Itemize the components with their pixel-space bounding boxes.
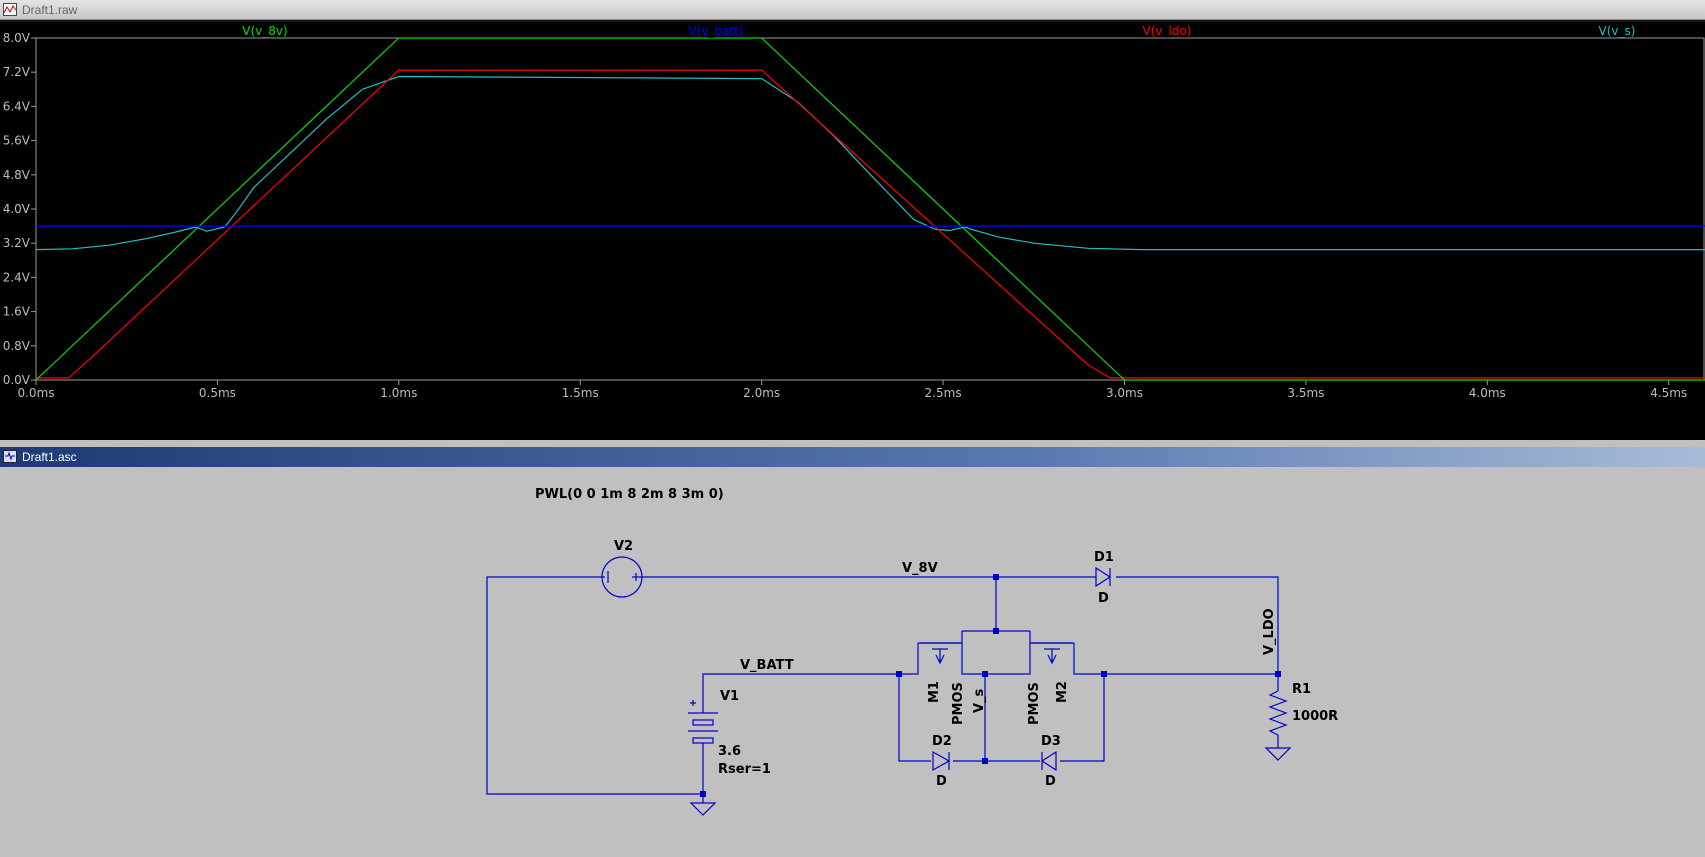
wire-vbatt (702, 673, 899, 695)
y-tick-label: 7.2V (3, 65, 31, 79)
net-label-vldo[interactable]: V_LDO (1262, 608, 1277, 655)
wire-d1-right (1116, 576, 1279, 674)
wire-left-loop (486, 576, 704, 795)
schematic-window-title: Draft1.asc (22, 450, 77, 464)
schematic-canvas[interactable]: PWL(0 0 1m 8 2m 8 3m 0) V2 V_8V D1 D V_B… (0, 467, 1705, 857)
y-tick-label: 0.0V (3, 373, 31, 387)
v2-name-label[interactable]: V2 (614, 539, 633, 554)
plot-axes: 0.0V 0.8V 1.6V 2.4V 3.2V 4.0V 4.8V 5.6V 6.4V 7.2V… (3, 31, 1705, 400)
plot-legend[interactable]: V(v_8v) V(v_batt) V(v_ldo) V(v_s) (242, 24, 1635, 38)
wire-m1-left (899, 655, 919, 675)
x-tick-label: 1.5ms (562, 386, 599, 400)
net-label-v8v[interactable]: V_8V (902, 561, 938, 576)
d2-name-label[interactable]: D2 (932, 734, 952, 749)
pwl-directive[interactable]: PWL(0 0 1m 8 2m 8 3m 0) (535, 487, 724, 502)
legend-label[interactable]: V(v_batt) (688, 24, 743, 38)
y-tick-label: 6.4V (3, 99, 31, 113)
m2-name-label[interactable]: M2 (1055, 681, 1070, 703)
y-tick-label: 0.8V (3, 339, 31, 353)
diode-d3-symbol[interactable] (1040, 750, 1057, 772)
waveform-plot[interactable]: 0.0V 0.8V 1.6V 2.4V 3.2V 4.0V 4.8V 5.6V 6.4V 7.2V… (0, 20, 1705, 440)
d2-model-label[interactable]: D (936, 774, 947, 789)
r1-name-label[interactable]: R1 (1292, 682, 1311, 697)
x-tick-label: 0.5ms (199, 386, 236, 400)
schematic-window-titlebar[interactable]: Draft1.asc (0, 447, 1705, 467)
x-tick-label: 3.0ms (1106, 386, 1143, 400)
x-tick-label: 2.5ms (925, 386, 962, 400)
net-label-vbatt[interactable]: V_BATT (740, 658, 794, 673)
x-tick-label: 2.0ms (743, 386, 780, 400)
diode-d2-symbol[interactable] (932, 750, 951, 772)
wire-m1-right (961, 655, 1031, 675)
ground-r1 (1264, 747, 1292, 761)
wire-diode-right (1060, 674, 1105, 762)
waveform-window-title: Draft1.raw (22, 3, 78, 17)
trace-v-v-8v[interactable] (35, 37, 1705, 381)
y-tick-label: 3.2V (3, 236, 31, 250)
source-v2-symbol[interactable] (601, 556, 643, 598)
y-tick-label: 4.0V (3, 202, 31, 216)
wire-diode-left (898, 674, 931, 762)
d3-model-label[interactable]: D (1045, 774, 1056, 789)
plot-background (0, 20, 1705, 440)
diode-d1-symbol[interactable] (1091, 566, 1112, 588)
pmos-m2-symbol[interactable] (1029, 642, 1075, 665)
y-tick-label: 1.6V (3, 305, 31, 319)
legend-label[interactable]: V(v_s) (1599, 24, 1636, 38)
resistor-r1-symbol[interactable] (1268, 690, 1288, 736)
junction-dots (700, 574, 1281, 797)
battery-v1-symbol[interactable] (688, 695, 718, 785)
v1-value-label[interactable]: 3.6 (718, 744, 741, 759)
legend-label[interactable]: V(v_ldo) (1143, 24, 1192, 38)
x-tick-label: 4.5ms (1650, 386, 1687, 400)
x-tick-label: 1.0ms (380, 386, 417, 400)
schematic-window-icon (3, 450, 17, 463)
x-tick-label: 3.5ms (1287, 386, 1324, 400)
trace-v-v-s[interactable] (35, 75, 1705, 251)
y-tick-label: 2.4V (3, 270, 31, 284)
waveform-window-icon (3, 3, 17, 16)
legend-label[interactable]: V(v_8v) (242, 24, 287, 38)
v1-rser-label[interactable]: Rser=1 (718, 762, 771, 777)
m2-model-label[interactable]: PMOS (1027, 682, 1042, 725)
m1-name-label[interactable]: M1 (927, 681, 942, 703)
d3-name-label[interactable]: D3 (1041, 734, 1061, 749)
x-tick-label: 4.0ms (1469, 386, 1506, 400)
d1-model-label[interactable]: D (1098, 591, 1109, 606)
d1-name-label[interactable]: D1 (1094, 550, 1114, 565)
y-tick-label: 4.8V (3, 168, 31, 182)
trace-v-v-ldo[interactable] (36, 69, 1705, 379)
waveform-window-titlebar[interactable]: Draft1.raw (0, 0, 1705, 20)
x-tick-label: 0.0ms (17, 386, 54, 400)
y-tick-label: 8.0V (3, 31, 31, 45)
y-tick-label: 5.6V (3, 134, 31, 148)
plot-traces (35, 37, 1705, 381)
v1-name-label[interactable]: V1 (720, 689, 739, 704)
wire-m2-right (1073, 655, 1104, 675)
m1-model-label[interactable]: PMOS (951, 682, 966, 725)
pmos-m1-symbol[interactable] (917, 642, 963, 665)
net-label-vs[interactable]: V_s (972, 688, 987, 713)
ground-v1 (689, 794, 717, 816)
r1-value-label[interactable]: 1000R (1292, 709, 1338, 724)
